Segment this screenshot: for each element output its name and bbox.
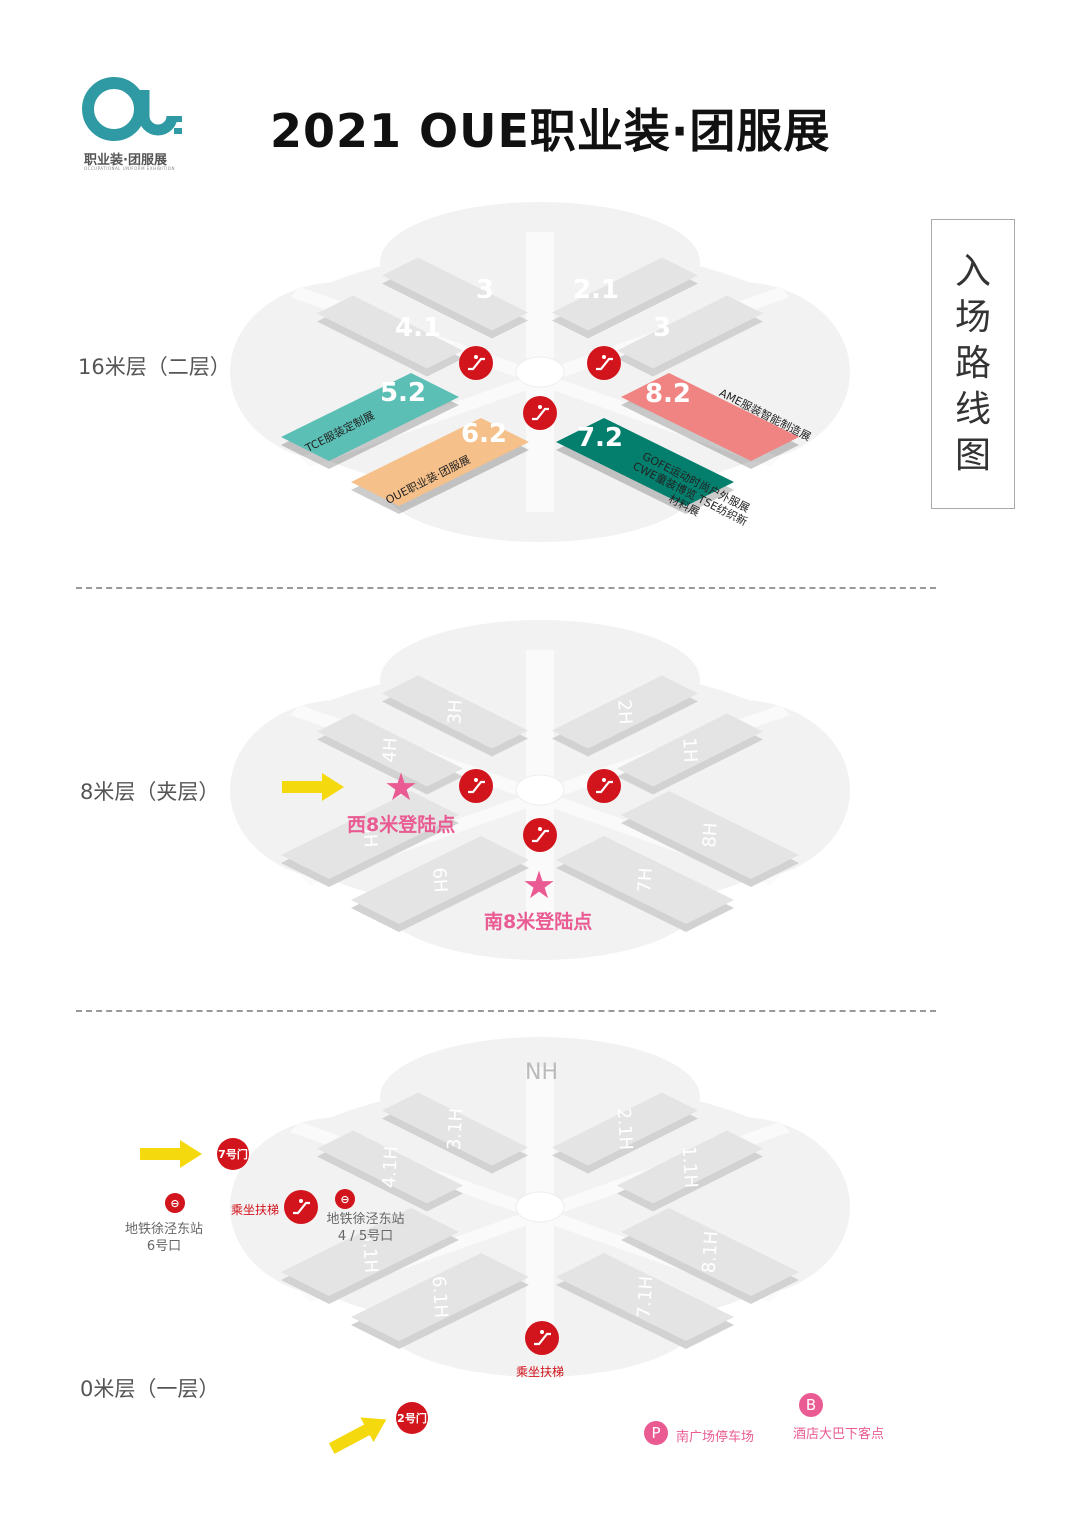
hall[interactable] — [617, 295, 763, 377]
hall-number: 8H — [699, 822, 722, 848]
entry-arrow-icon — [140, 1140, 202, 1168]
floor-label-8m: 8米层（夹层） — [80, 780, 220, 804]
hall-number: 3 — [652, 313, 672, 343]
hall-number: 8.1H — [699, 1230, 723, 1273]
route-map-label: 入 场 路 线 图 — [931, 219, 1015, 509]
escalator-icon — [284, 1190, 318, 1224]
hall-number: 5H — [358, 822, 381, 848]
hall[interactable] — [317, 295, 463, 377]
escalator-icon — [523, 818, 557, 852]
floor-label-0m: 0米层（一层） — [80, 1377, 220, 1401]
hall[interactable]: 3H — [382, 675, 528, 757]
hall[interactable]: 8H — [621, 791, 799, 887]
hall-number: 6H — [428, 867, 451, 893]
escalator-label: 乘坐扶梯 — [231, 1203, 280, 1217]
hall-number: 1H — [678, 737, 700, 763]
hall-number: 2.1H — [613, 1107, 636, 1150]
logo-text: 职业装·团服展 — [84, 153, 167, 168]
hall-number: 3H — [444, 699, 466, 725]
floor-label-16m: 16米层（二层） — [78, 355, 231, 379]
gate-2[interactable]: 2号门 — [396, 1402, 428, 1434]
hall[interactable]: 6H — [351, 836, 529, 932]
hall-number: 8.2 — [644, 379, 692, 409]
hall[interactable] — [552, 257, 698, 339]
parking-icon: P — [644, 1421, 668, 1445]
entry-arrow-icon — [282, 773, 344, 801]
metro-icon: ⊖ — [165, 1193, 185, 1213]
hall[interactable] — [281, 373, 459, 469]
parking-label: 南广场停车场 — [676, 1430, 755, 1445]
divider — [76, 1010, 936, 1012]
star-icon: ★ — [384, 765, 419, 809]
bus-icon: B — [799, 1393, 823, 1417]
escalator-label: 乘坐扶梯 — [516, 1365, 565, 1379]
divider — [76, 587, 936, 589]
escalator-icon — [525, 1321, 559, 1355]
hall[interactable]: 2H — [552, 675, 698, 757]
hall[interactable] — [351, 418, 529, 514]
hall-number: 3.1H — [444, 1107, 467, 1150]
hall[interactable]: 8.1H — [621, 1208, 799, 1304]
hall[interactable] — [621, 373, 799, 469]
hall-number: 6.2 — [460, 419, 508, 449]
escalator-icon — [459, 346, 493, 380]
hall[interactable] — [382, 257, 528, 339]
hall[interactable] — [556, 418, 734, 514]
escalator-icon — [459, 769, 493, 803]
bus-label: 酒店大巴下客点 — [793, 1427, 885, 1442]
gate-7[interactable]: 7号门 — [217, 1138, 249, 1170]
route-char: 入 — [954, 251, 991, 292]
hall-number: 6.1H — [428, 1275, 452, 1318]
hall-number: 2H — [613, 699, 635, 725]
hall-number: 7.1H — [634, 1275, 658, 1318]
route-char: 路 — [954, 343, 991, 384]
hall[interactable]: 3.1H — [382, 1092, 528, 1174]
hall-number: 5.1H — [358, 1230, 382, 1273]
escalator-icon — [523, 396, 557, 430]
route-char: 场 — [954, 297, 991, 338]
south-landing-label: 南8米登陆点 — [484, 911, 593, 933]
hall-number: 4.1H — [379, 1145, 402, 1188]
hall[interactable]: 6.1H — [351, 1253, 529, 1349]
hall[interactable]: 5H — [281, 791, 459, 887]
route-char: 线 — [954, 389, 991, 430]
hall-number: 2.1 — [572, 275, 620, 305]
hall[interactable]: 4.1H — [317, 1130, 463, 1212]
metro-icon: ⊖ — [335, 1189, 355, 1209]
hall-number: 3 — [475, 275, 495, 305]
escalator-icon — [587, 346, 621, 380]
floor-plan: 3H 4H 2H 1H 5H 6H 8H 7H — [230, 620, 850, 960]
hall-number: 1.1H — [678, 1145, 701, 1188]
hall[interactable]: 1.1H — [617, 1130, 763, 1212]
west-landing-label: 西8米登陆点 — [347, 814, 456, 836]
hall-number: 7.2 — [576, 423, 624, 453]
hall[interactable]: 4H — [317, 713, 463, 795]
route-char: 图 — [954, 435, 991, 476]
hall-number: 4.1 — [394, 313, 442, 343]
hall-number: 4H — [379, 737, 401, 763]
hall[interactable]: 7.1H — [556, 1253, 734, 1349]
hall[interactable]: 2.1H — [552, 1092, 698, 1174]
logo-subtext: OCCUPATIONAL UNIFORM EXHIBITION — [84, 166, 175, 171]
hall-number: 7H — [634, 867, 657, 893]
logo — [82, 76, 186, 146]
hall[interactable]: 7H — [556, 836, 734, 932]
escalator-icon — [587, 769, 621, 803]
entry-arrow-icon — [328, 1417, 387, 1454]
page-title: 2021 OUE职业装·团服展 — [270, 104, 831, 158]
star-icon: ★ — [522, 863, 557, 907]
nh-hall-label: NH — [525, 1060, 558, 1085]
hall[interactable]: 5.1H — [281, 1208, 459, 1304]
hall-number: 5.2 — [379, 378, 427, 408]
floor-plan — [230, 202, 850, 542]
hall[interactable]: 1H — [617, 713, 763, 795]
